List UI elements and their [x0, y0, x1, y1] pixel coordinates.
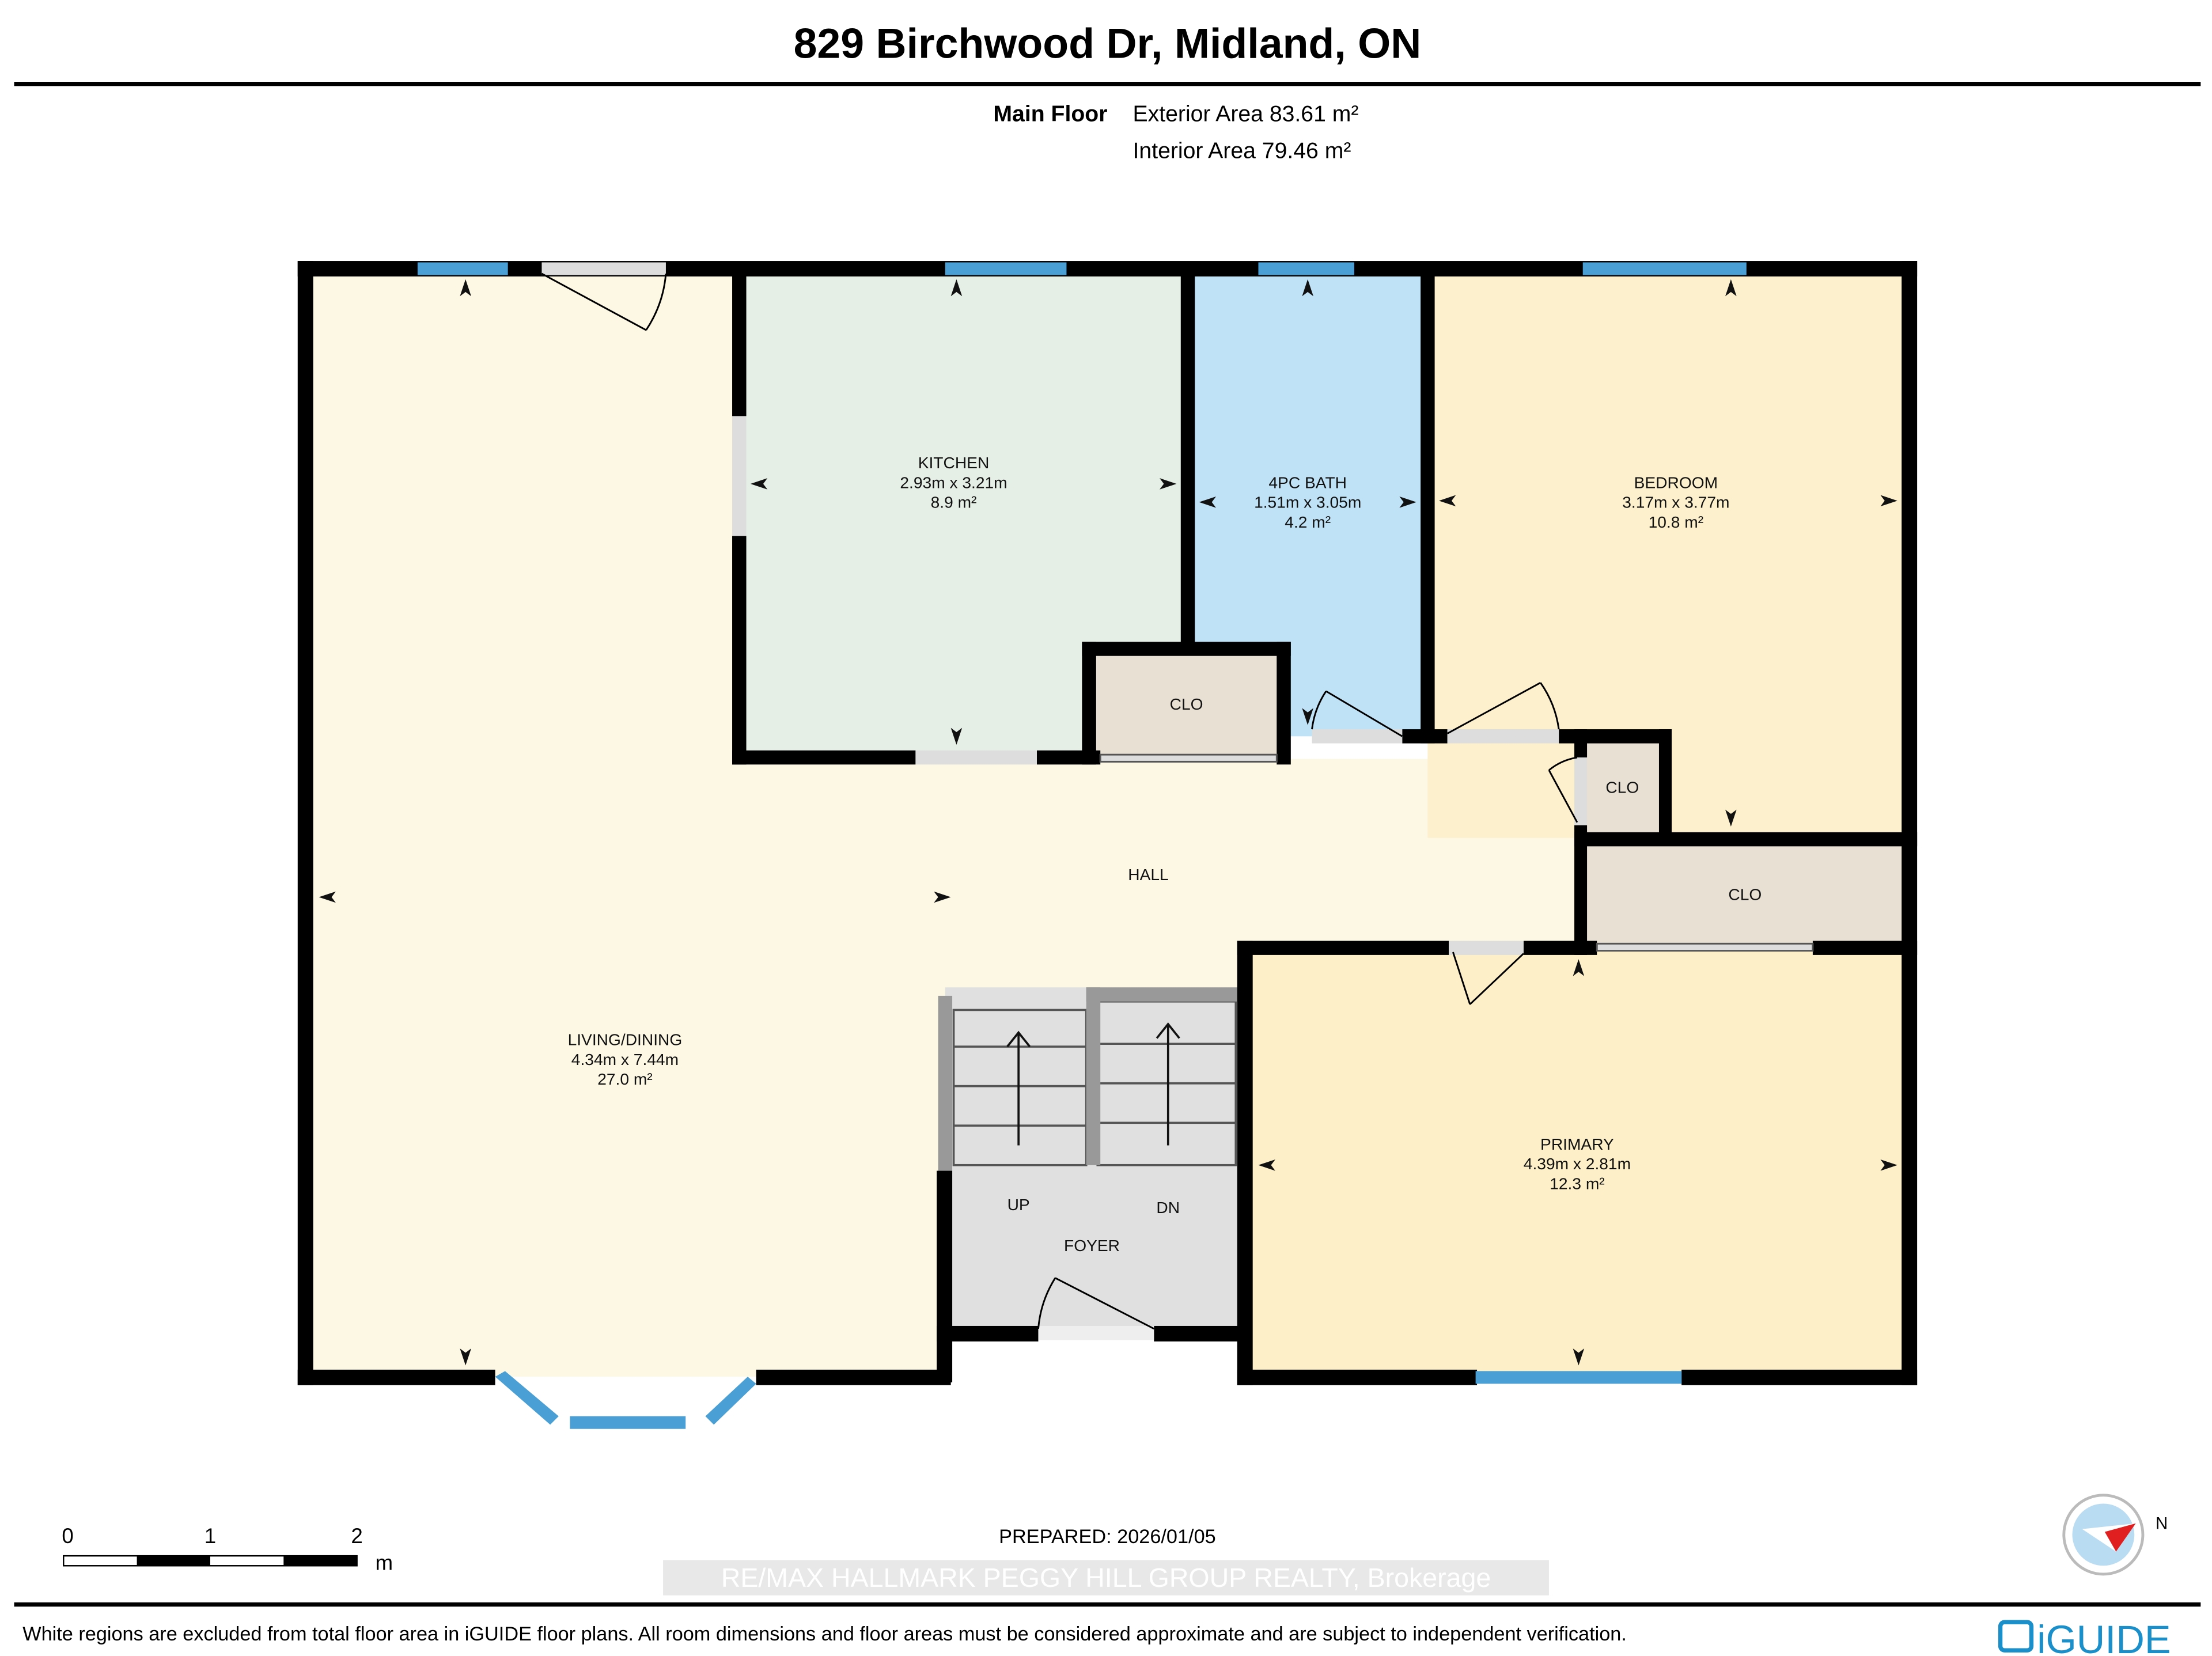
primary-fill — [1244, 948, 1910, 1380]
stairs-up-label: UP — [1007, 1196, 1030, 1214]
windows — [417, 262, 1747, 1429]
scale-unit: m — [375, 1551, 393, 1575]
scale-label: 1 — [204, 1524, 216, 1548]
iguide-logo: iGUIDE — [1998, 1617, 2171, 1656]
header-rule — [14, 82, 2201, 86]
logo-text: iGUIDE — [2037, 1617, 2171, 1656]
interior-area: Interior Area 79.46 m² — [1133, 138, 1351, 163]
footer-rule — [14, 1602, 2201, 1607]
svg-text:LIVING/DINING: LIVING/DINING — [568, 1031, 683, 1049]
room-label-closet: CLO — [1605, 778, 1639, 796]
scale-label: 0 — [62, 1524, 73, 1548]
dimension-arrows — [319, 279, 1897, 1366]
scale-label: 2 — [351, 1524, 362, 1548]
compass-north-label: N — [2156, 1514, 2168, 1533]
living-hall-fill — [305, 268, 1580, 1377]
room-label-bath: 4PC BATH 1.51m x 3.05m 4.2 m² — [1254, 473, 1361, 531]
floor-name: Main Floor — [993, 102, 1107, 127]
room-label-closet: CLO — [1728, 885, 1762, 903]
room-label-foyer: FOYER — [1064, 1237, 1120, 1255]
disclaimer: White regions are excluded from total fl… — [22, 1623, 1627, 1645]
room-fills — [305, 268, 1910, 1380]
room-label-kitchen: KITCHEN 2.93m x 3.21m 8.9 m² — [900, 454, 1007, 511]
stairs — [938, 987, 1242, 1171]
brokerage-watermark: RE/MAX HALLMARK PEGGY HILL GROUP REALTY,… — [721, 1563, 1491, 1593]
svg-text:KITCHEN: KITCHEN — [918, 454, 990, 472]
stairs-down-label: DN — [1156, 1199, 1180, 1217]
closet-fill — [1089, 649, 1284, 759]
svg-text:4.39m x 2.81m: 4.39m x 2.81m — [1524, 1155, 1631, 1173]
room-label-hall: HALL — [1128, 866, 1168, 884]
brokerage-banner — [663, 1560, 1549, 1596]
svg-text:12.3 m²: 12.3 m² — [1550, 1174, 1604, 1192]
svg-text:10.8 m²: 10.8 m² — [1649, 513, 1703, 531]
room-label-closet: CLO — [1170, 695, 1203, 713]
room-label-primary: PRIMARY 4.39m x 2.81m 12.3 m² — [1524, 1135, 1631, 1193]
svg-text:4.2 m²: 4.2 m² — [1285, 513, 1331, 531]
room-label-bedroom: BEDROOM 3.17m x 3.77m 10.8 m² — [1622, 473, 1729, 531]
svg-text:4PC BATH: 4PC BATH — [1268, 473, 1347, 491]
iguide-logo-icon — [1998, 1620, 2034, 1653]
svg-text:4.34m x 7.44m: 4.34m x 7.44m — [571, 1051, 679, 1068]
svg-text:8.9 m²: 8.9 m² — [931, 494, 977, 511]
scale-bar: 0 1 2 m — [62, 1524, 393, 1575]
page-title: 829 Birchwood Dr, Midland, ON — [794, 19, 1422, 67]
doors — [541, 262, 1814, 1340]
exterior-area: Exterior Area 83.61 m² — [1133, 102, 1359, 127]
room-label-living: LIVING/DINING 4.34m x 7.44m 27.0 m² — [568, 1031, 683, 1089]
svg-text:27.0 m²: 27.0 m² — [597, 1070, 652, 1088]
svg-text:PRIMARY: PRIMARY — [1540, 1135, 1614, 1153]
prepared-date: PREPARED: 2026/01/05 — [999, 1526, 1216, 1548]
svg-text:3.17m x 3.77m: 3.17m x 3.77m — [1622, 494, 1729, 511]
svg-text:BEDROOM: BEDROOM — [1634, 473, 1718, 491]
compass-icon: N — [2062, 1494, 2168, 1576]
closet-fill — [1585, 838, 1905, 948]
closet-fill — [1580, 736, 1665, 832]
svg-text:1.51m x 3.05m: 1.51m x 3.05m — [1254, 494, 1361, 511]
svg-text:2.93m x 3.21m: 2.93m x 3.21m — [900, 473, 1007, 491]
